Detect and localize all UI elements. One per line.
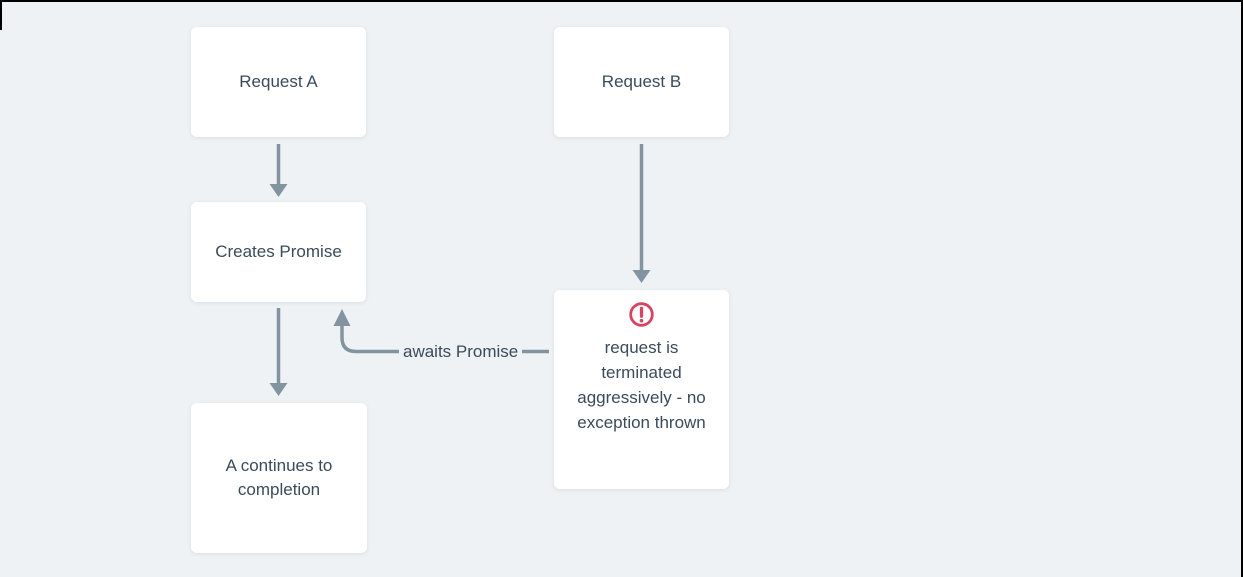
node-request-a-label: Request A: [239, 72, 318, 91]
node-request-b-label: Request B: [601, 72, 682, 91]
node-terminated: request is terminated aggressively - no …: [554, 290, 729, 489]
arrow-request-a-to-creates-promise: [269, 144, 288, 197]
frame-border-right: [1241, 0, 1243, 577]
edge-label-awaits-promise: awaits Promise: [399, 341, 523, 362]
node-creates-promise: Creates Promise: [191, 202, 366, 302]
node-terminated-label: request is terminated aggressively - no …: [577, 338, 706, 432]
node-a-continues: A continues to completion: [191, 403, 367, 553]
node-request-a: Request A: [191, 27, 366, 137]
frame-border-top: [0, 0, 1243, 2]
node-a-continues-label: A continues to completion: [225, 456, 333, 499]
alert-circle-icon: [629, 302, 654, 327]
node-creates-promise-label: Creates Promise: [215, 242, 342, 261]
frame-border-left-stub: [0, 0, 2, 30]
node-request-b: Request B: [554, 27, 729, 137]
arrow-request-b-to-terminated: [632, 144, 651, 283]
arrow-creates-promise-to-a-continues: [269, 308, 288, 396]
